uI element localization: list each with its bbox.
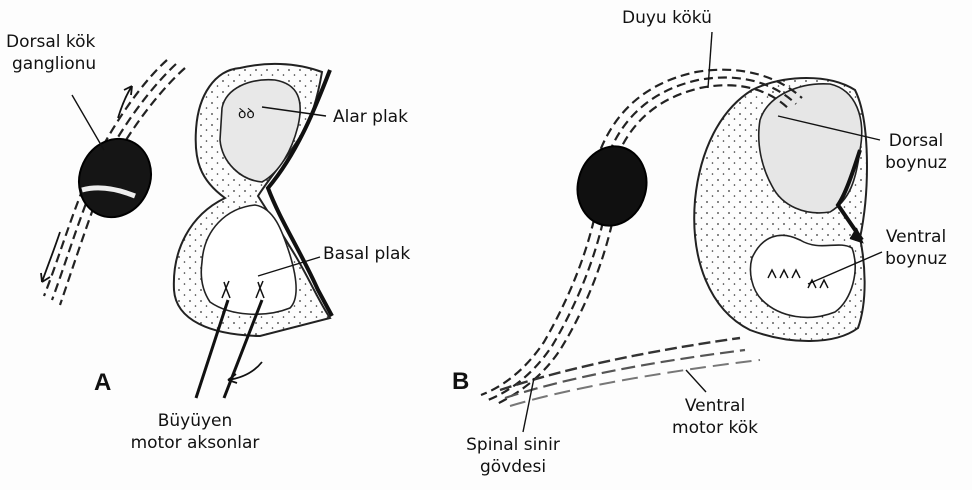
panel-b-letter: B — [452, 371, 469, 393]
dorsal-root-ganglion-a — [66, 127, 163, 229]
label-dorsal-root-ganglion: Dorsal kök ganglionu — [6, 31, 96, 75]
label-basal-plate: Basal plak — [323, 243, 410, 265]
svg-text:ꝺꝺ: ꝺꝺ — [238, 106, 255, 122]
panel-a-drawing: ꝺꝺ — [41, 60, 332, 398]
alar-plate-a — [220, 80, 300, 182]
label-ventral-horn: Ventral boynuz — [866, 226, 966, 270]
label-ventral-motor-root: Ventral motor kök — [650, 395, 780, 439]
panel-b-drawing — [481, 32, 882, 432]
label-alar-plate: Alar plak — [333, 106, 408, 128]
dorsal-root-ganglion-b — [569, 139, 655, 234]
label-dorsal-horn: Dorsal boynuz — [866, 130, 966, 174]
label-growing-motor-axons: Büyüyen motor aksonlar — [110, 410, 280, 454]
label-sensory-root: Duyu kökü — [622, 7, 712, 29]
label-spinal-nerve-trunk: Spinal sinir gövdesi — [438, 434, 588, 478]
panel-a-letter: A — [94, 372, 111, 394]
